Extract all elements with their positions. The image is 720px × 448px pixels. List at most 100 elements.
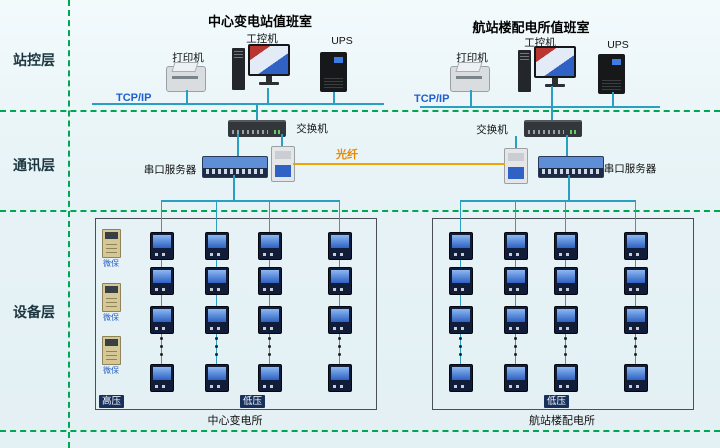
meter-screen (208, 235, 226, 248)
fiber-label: 光纤 (336, 149, 358, 161)
meter-screen (452, 367, 470, 380)
ups-label-left: UPS (331, 35, 353, 47)
meter-screen (627, 309, 645, 322)
switch-icon-right (524, 120, 582, 137)
ups-drop-left (333, 92, 335, 104)
power-meter-icon (150, 267, 174, 295)
meter-screen (557, 367, 575, 380)
industrial-pc-label-left: 工控机 (246, 33, 278, 45)
switch-serial-link-right (566, 135, 568, 157)
station-name-right: 航站楼配电所 (529, 415, 595, 427)
meter-screen (627, 367, 645, 380)
scada-screen (250, 46, 288, 74)
ups-drop-right (612, 92, 614, 107)
pc-monitor (248, 44, 290, 76)
power-meter-icon (504, 232, 528, 260)
serial-downlink-left (233, 175, 235, 201)
industrial-pc-icon-left (232, 44, 292, 92)
more-meters-ellipsis (215, 337, 218, 340)
printer-tray (455, 62, 483, 72)
power-meter-icon (205, 232, 229, 260)
protection-unit-label: 微保 (103, 366, 119, 375)
station-comm-divider (0, 110, 720, 112)
serial-server-label-left: 串口服务器 (143, 164, 197, 176)
switch-icon-left (228, 120, 286, 137)
pc-monitor (534, 46, 576, 78)
printer-drop-right (470, 90, 472, 107)
power-meter-icon (328, 364, 352, 392)
meter-screen (627, 270, 645, 283)
power-meter-icon (504, 267, 528, 295)
meter-screen (507, 309, 525, 322)
field-bus-right (460, 200, 636, 202)
pc-tower (518, 50, 531, 92)
power-meter-icon (624, 232, 648, 260)
printer-icon-right (450, 62, 490, 92)
serial-downlink-right (568, 175, 570, 201)
power-meter-icon (504, 364, 528, 392)
power-meter-icon (554, 232, 578, 260)
printer-slot (456, 76, 482, 79)
meter-screen (557, 235, 575, 248)
monitor-base (545, 84, 565, 87)
protection-unit-label: 微保 (103, 259, 119, 268)
monitor-stand (266, 76, 272, 82)
meter-screen (507, 235, 525, 248)
meter-screen (557, 309, 575, 322)
power-meter-icon (205, 267, 229, 295)
meter-screen (153, 309, 171, 322)
meter-screen (507, 367, 525, 380)
fiber-link-line (293, 163, 505, 165)
more-meters-ellipsis (160, 337, 163, 340)
monitor-base (259, 82, 279, 85)
meter-screen (208, 367, 226, 380)
tcpip-label-left: TCP/IP (116, 92, 152, 104)
pc-drop-left (267, 88, 269, 104)
field-bus-left (161, 200, 340, 202)
power-meter-icon (328, 267, 352, 295)
ups-label-right: UPS (607, 39, 629, 51)
power-meter-icon (258, 364, 282, 392)
printer-tray (171, 62, 199, 72)
switch-converter-link-left (281, 134, 283, 147)
more-meters-ellipsis (338, 337, 341, 340)
industrial-pc-icon-right (518, 46, 578, 94)
meter-screen (331, 270, 349, 283)
power-meter-icon (258, 232, 282, 260)
pc-switch-drop-right (551, 86, 553, 122)
ethernet-bus-right (420, 106, 660, 108)
meter-screen (153, 235, 171, 248)
fiber-converter-icon-right (504, 148, 528, 184)
more-meters-ellipsis (268, 337, 271, 340)
layer-column-divider (68, 0, 70, 448)
power-meter-icon (328, 232, 352, 260)
meter-screen (208, 270, 226, 283)
power-meter-icon (150, 364, 174, 392)
meter-screen (331, 235, 349, 248)
ups-icon-right (598, 54, 625, 94)
meter-screen (208, 309, 226, 322)
printer-icon-left (166, 62, 206, 92)
power-meter-icon (624, 267, 648, 295)
station-name-left: 中心变电所 (207, 415, 263, 427)
ups-icon-left (320, 52, 347, 92)
power-meter-icon (554, 306, 578, 334)
protection-unit-icon (102, 283, 121, 312)
power-meter-icon (554, 364, 578, 392)
high-voltage-badge: 高压 (99, 395, 125, 408)
monitor-stand (552, 78, 558, 84)
printer-label-left: 打印机 (172, 52, 204, 64)
power-meter-icon (449, 232, 473, 260)
meter-screen (331, 309, 349, 322)
left-room-title: 中心变电站值班室 (207, 14, 312, 29)
meter-screen (261, 235, 279, 248)
more-meters-ellipsis (459, 337, 462, 340)
tcpip-label-right: TCP/IP (414, 93, 450, 105)
power-meter-icon (258, 306, 282, 334)
fiber-converter-icon-left (271, 146, 295, 182)
right-room-title: 航站楼配电所值班室 (472, 20, 590, 35)
meter-screen (452, 235, 470, 248)
power-meter-icon (150, 232, 174, 260)
power-meter-icon (449, 267, 473, 295)
